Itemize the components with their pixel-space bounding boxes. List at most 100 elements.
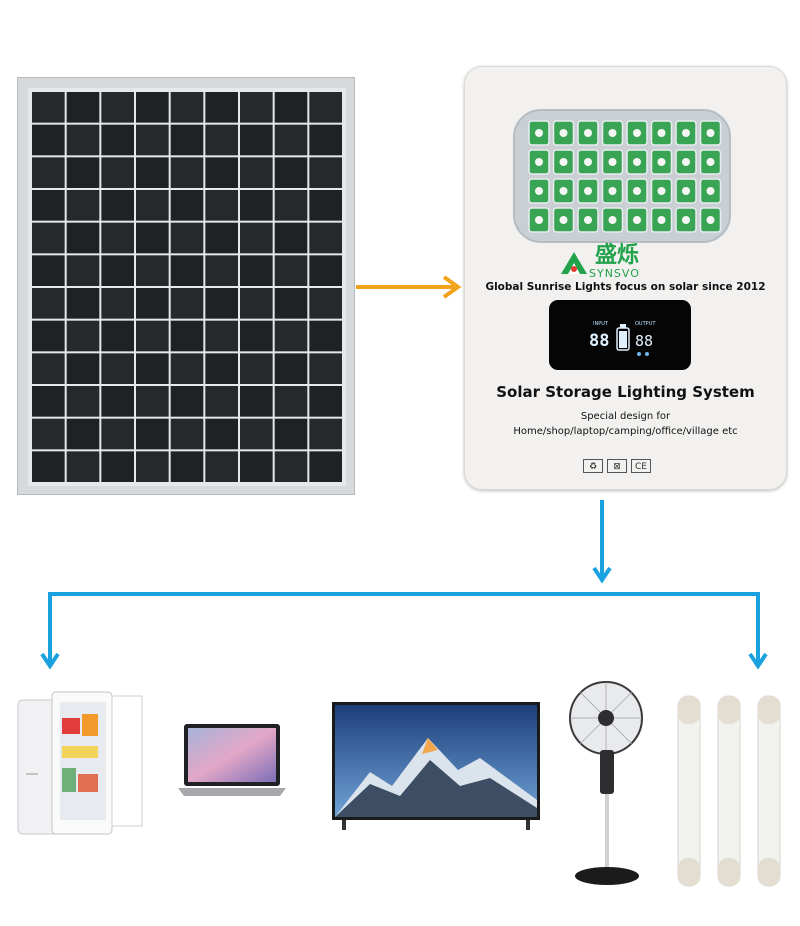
logo-mark-icon (561, 252, 587, 274)
led-dot (706, 158, 715, 166)
unit-title: Solar Storage Lighting System (496, 383, 755, 401)
panel-cell (136, 353, 169, 384)
led-dot (584, 158, 592, 166)
panel-cell (136, 418, 169, 450)
subtitle-line-1: Special design for (580, 411, 671, 422)
led-dot (633, 187, 641, 195)
panel-cell (32, 418, 65, 450)
tagline: Global Sunrise Lights focus on solar sin… (485, 281, 766, 293)
panel-cell (170, 255, 204, 286)
led-dot (584, 187, 592, 195)
panel-cell (101, 386, 134, 417)
panel-cell (66, 418, 100, 450)
mini-fridge-icon (17, 691, 143, 835)
panel-cell (170, 124, 204, 156)
panel-cell (66, 222, 100, 254)
panel-cell (136, 288, 169, 319)
laptop-icon (178, 724, 286, 796)
led-dot (633, 129, 641, 137)
led-tube-lights-icon (677, 695, 781, 887)
panel-cell (66, 288, 100, 319)
panel-cell (309, 353, 342, 384)
panel-cell (32, 92, 65, 123)
panel-cell (309, 190, 342, 221)
panel-cell (240, 92, 273, 123)
panel-cell (205, 320, 238, 352)
panel-cell (66, 255, 100, 286)
display-right-value: 88 (635, 332, 653, 350)
panel-cell (66, 190, 100, 221)
storage-unit: 盛烁 SYNSVO Global Sunrise Lights focus on… (464, 66, 787, 490)
panel-cell (170, 190, 204, 221)
cert-marks: ♻ ⊠ CE (583, 459, 651, 473)
led-dot (584, 216, 592, 224)
led-dot (559, 216, 568, 224)
panel-cell (32, 288, 65, 319)
panel-cell (240, 418, 273, 450)
ce-mark-icon: CE (631, 459, 651, 473)
panel-cell (274, 190, 308, 221)
panel-cell (274, 288, 308, 319)
display-right-label: OUTPUT (635, 321, 656, 327)
panel-cell (309, 288, 342, 319)
panel-cell (309, 124, 342, 156)
panel-cell (274, 124, 308, 156)
panel-cell (136, 157, 169, 188)
panel-cell (274, 255, 308, 286)
panel-cell (101, 190, 134, 221)
led-dot (608, 187, 617, 195)
panel-cell (240, 386, 273, 417)
led-dot (633, 158, 641, 166)
panel-cell (274, 451, 308, 482)
led-dot (657, 187, 666, 195)
led-dot (535, 158, 543, 166)
panel-cell (101, 451, 134, 482)
panel-cell (309, 320, 342, 352)
panel-cell (240, 157, 273, 188)
led-dot (559, 158, 568, 166)
led-dot (657, 158, 666, 166)
solar-panel-cells (28, 88, 346, 486)
panel-cell (170, 222, 204, 254)
panel-cell (309, 92, 342, 123)
led-dot (682, 129, 690, 137)
panel-cell (32, 157, 65, 188)
panel-cell (170, 92, 204, 123)
panel-cell (136, 451, 169, 482)
panel-cell (32, 190, 65, 221)
panel-cell (170, 288, 204, 319)
led-dot (535, 129, 543, 137)
panel-cell (170, 157, 204, 188)
panel-cell (136, 124, 169, 156)
panel-cell (309, 255, 342, 286)
panel-cell (66, 386, 100, 417)
panel-cell (101, 124, 134, 156)
panel-cell (240, 190, 273, 221)
panel-cell (101, 320, 134, 352)
panel-cell (136, 222, 169, 254)
panel-cell (32, 222, 65, 254)
led-dot (706, 187, 715, 195)
panel-cell (32, 255, 65, 286)
lcd-screen: INPUT OUTPUT 88 88 (549, 300, 691, 370)
panel-cell (274, 320, 308, 352)
panel-cell (101, 222, 134, 254)
panel-cell (240, 222, 273, 254)
panel-cell (101, 92, 134, 123)
brand-en: SYNSVO (589, 266, 640, 280)
television-icon (332, 702, 540, 830)
solar-panel-icon (17, 77, 355, 495)
panel-cell (205, 386, 238, 417)
panel-cell (240, 288, 273, 319)
panel-cell (205, 190, 238, 221)
panel-cell (274, 157, 308, 188)
panel-cell (101, 418, 134, 450)
panel-cell (274, 353, 308, 384)
unit-subtitle: Special design for Home/shop/laptop/camp… (465, 409, 786, 439)
led-dot (608, 216, 617, 224)
panel-cell (66, 320, 100, 352)
panel-cell (205, 157, 238, 188)
panel-cell (309, 222, 342, 254)
panel-cell (205, 353, 238, 384)
standing-fan-icon (569, 681, 643, 885)
